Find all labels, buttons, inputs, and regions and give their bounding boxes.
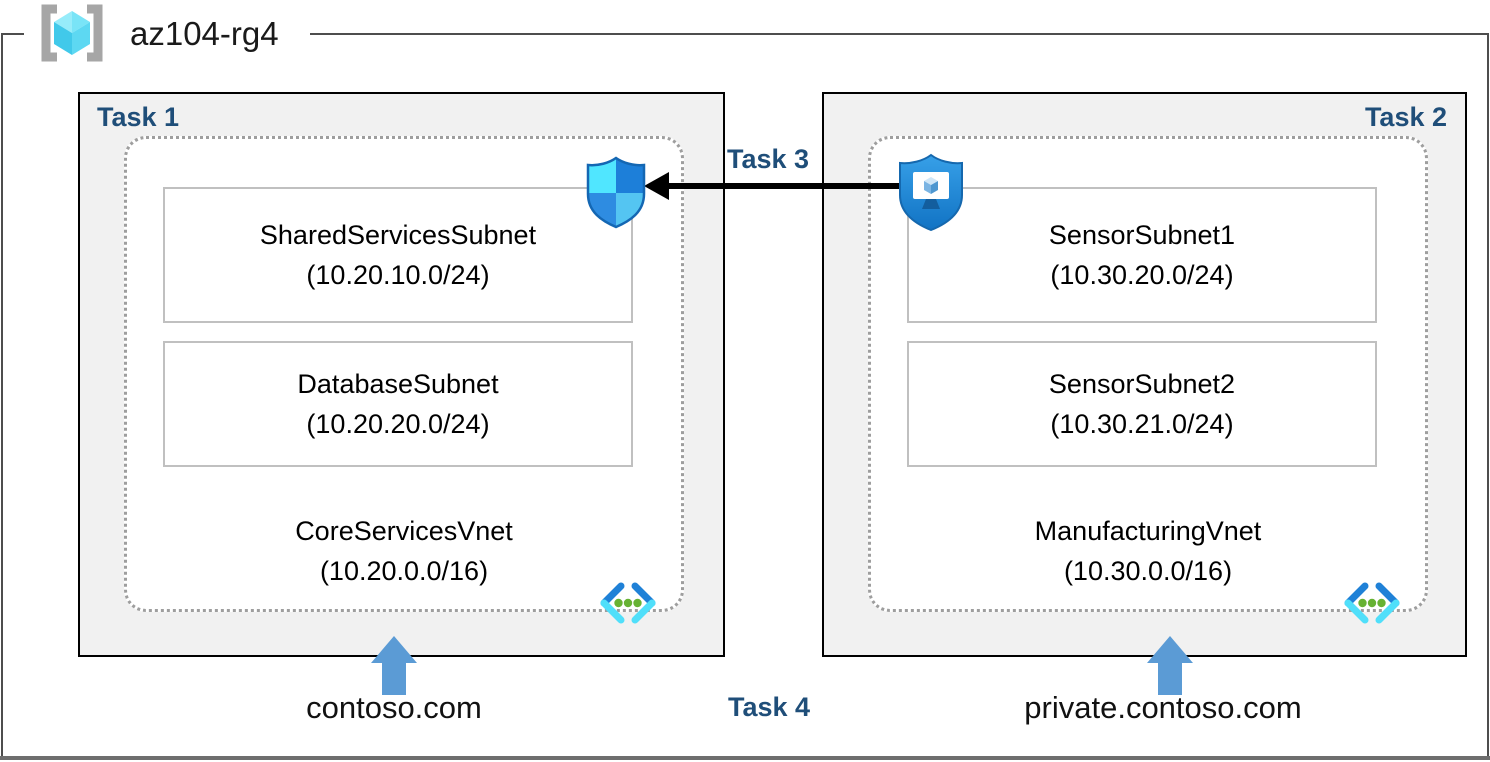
subnet-name: DatabaseSubnet	[297, 369, 499, 399]
subnet-cidr: (10.30.20.0/24)	[1050, 260, 1234, 290]
shared-services-subnet: SharedServicesSubnet (10.20.10.0/24)	[163, 187, 633, 323]
task1-label: Task 1	[97, 102, 180, 132]
virtual-network-icon	[597, 581, 659, 625]
core-services-vnet-boundary: SharedServicesSubnet (10.20.10.0/24) Dat…	[124, 136, 684, 624]
sensor-subnet2: SensorSubnet2 (10.30.21.0/24)	[907, 341, 1377, 467]
subnet-name: SensorSubnet2	[1048, 369, 1236, 399]
vnet-title: CoreServicesVnet (10.20.0.0/16)	[127, 511, 681, 591]
frame-bottom-edge	[0, 756, 1490, 760]
contoso-dns-label: contoso.com	[306, 690, 482, 725]
task3-label: Task 3	[726, 144, 810, 174]
subnet-cidr: (10.20.20.0/24)	[306, 409, 490, 439]
vnet-name: CoreServicesVnet	[295, 516, 513, 546]
task2-label: Task 2	[1364, 102, 1447, 132]
task4-label: Task 4	[727, 692, 811, 722]
virtual-network-icon	[1341, 581, 1403, 625]
subnet-cidr: (10.30.21.0/24)	[1050, 409, 1234, 439]
peering-arrow-shaft	[666, 183, 906, 189]
bastion-icon	[897, 153, 965, 233]
up-arrow-stem	[382, 662, 406, 695]
up-arrow-stem	[1158, 662, 1182, 695]
subnet-cidr: (10.20.10.0/24)	[306, 260, 490, 290]
up-arrow-icon	[1147, 636, 1193, 663]
database-subnet: DatabaseSubnet (10.20.20.0/24)	[163, 341, 633, 467]
vnet-name: ManufacturingVnet	[1034, 516, 1262, 546]
vnet-title: ManufacturingVnet (10.30.0.0/16)	[871, 511, 1425, 591]
network-security-group-icon	[585, 156, 647, 230]
task2-box: Task 2 SensorSubnet1 (10.30.20.0/24) Sen…	[822, 92, 1467, 657]
task1-box: Task 1 SharedServicesSubnet (10.20.10.0/…	[78, 92, 725, 657]
subnet-name: SensorSubnet1	[1048, 220, 1236, 250]
vnet-cidr: (10.30.0.0/16)	[1063, 556, 1233, 586]
resource-group-icon	[36, 4, 108, 62]
sensor-subnet1: SensorSubnet1 (10.30.20.0/24)	[907, 187, 1377, 323]
private-dns-label: private.contoso.com	[1024, 690, 1302, 725]
vnet-cidr: (10.20.0.0/16)	[319, 556, 489, 586]
up-arrow-icon	[371, 636, 417, 663]
resource-group-name: az104-rg4	[130, 15, 279, 52]
left-arrow-icon	[644, 172, 669, 200]
subnet-name: SharedServicesSubnet	[259, 220, 537, 250]
manufacturing-vnet-boundary: SensorSubnet1 (10.30.20.0/24) SensorSubn…	[868, 136, 1428, 624]
